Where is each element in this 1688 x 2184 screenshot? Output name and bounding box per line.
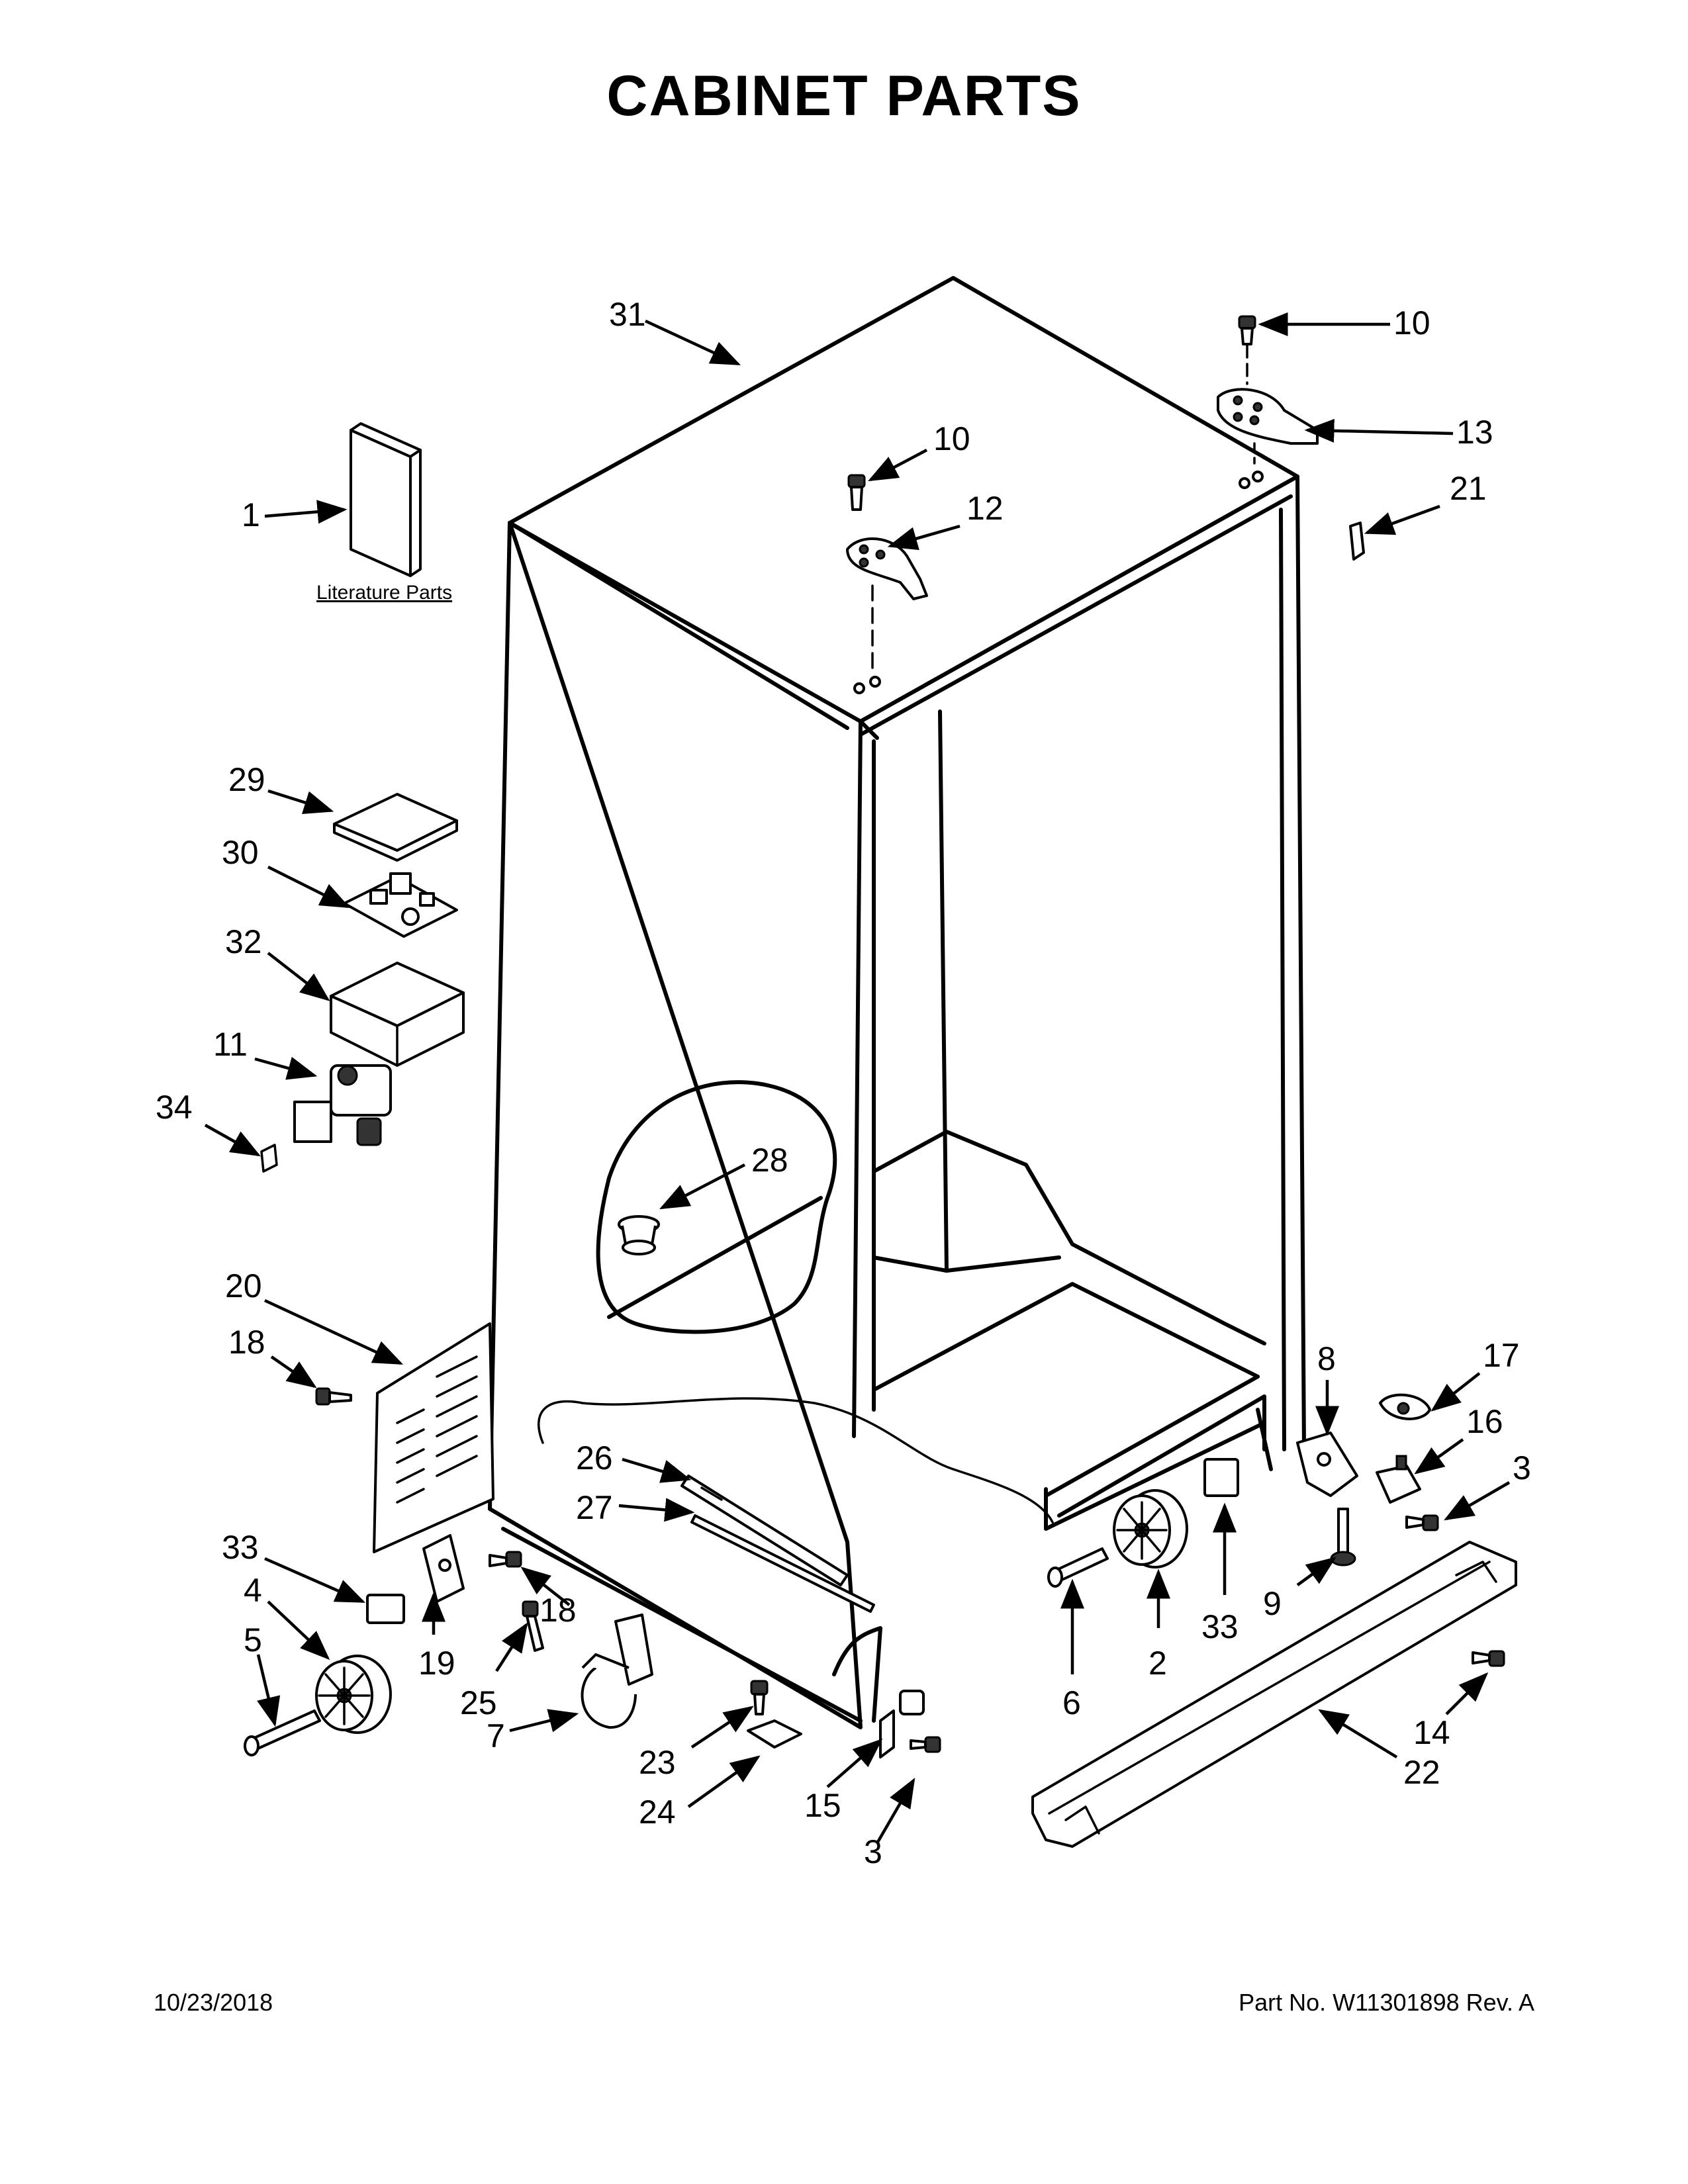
callout-18: 18 <box>539 1592 577 1629</box>
roller-wheel-right[interactable] <box>1113 1489 1188 1569</box>
screw-icon[interactable] <box>315 1387 352 1406</box>
callout-21: 21 <box>1450 470 1487 507</box>
callout-2: 2 <box>1149 1645 1167 1682</box>
axle-pin-right[interactable] <box>1047 1547 1109 1588</box>
callout-25: 25 <box>460 1684 497 1721</box>
callout-27: 27 <box>576 1489 613 1526</box>
screw-icon[interactable] <box>910 1736 941 1753</box>
callout-4: 4 <box>244 1572 262 1609</box>
screw-icon[interactable] <box>1238 315 1256 345</box>
electronic-control-board[interactable] <box>343 872 458 938</box>
callout-16: 16 <box>1466 1403 1503 1440</box>
screw-icon[interactable] <box>750 1680 769 1715</box>
footer-part-number: Part No. W11301898 Rev. A <box>1239 1989 1534 2016</box>
callout-7: 7 <box>487 1717 505 1754</box>
hinge-bracket-19[interactable] <box>422 1534 465 1603</box>
callout-33: 33 <box>1201 1608 1239 1645</box>
callout-10: 10 <box>1393 304 1430 341</box>
callout-6: 6 <box>1062 1684 1081 1721</box>
callout-10: 10 <box>933 420 970 457</box>
literature-parts-label[interactable]: Literature Parts <box>316 582 452 604</box>
callout-22: 22 <box>1403 1754 1440 1791</box>
control-box-housing[interactable] <box>330 962 465 1067</box>
leader-lines <box>204 312 1511 1844</box>
top-hinge-right[interactable] <box>1217 388 1319 445</box>
callout-3: 3 <box>864 1833 882 1870</box>
callout-32: 32 <box>225 923 262 960</box>
control-box-cover[interactable] <box>333 793 458 862</box>
cutaway-bubble <box>596 1080 837 1334</box>
screw-icon[interactable] <box>489 1551 522 1568</box>
callout-5: 5 <box>244 1621 262 1659</box>
callout-9: 9 <box>1263 1585 1282 1622</box>
hinge-pin[interactable] <box>1330 1508 1356 1567</box>
callout-labels: 31 1 10 13 21 10 12 29 30 32 11 34 28 20… <box>156 296 1531 1870</box>
callout-18: 18 <box>228 1324 265 1361</box>
screw-icon[interactable] <box>847 474 866 511</box>
callout-3: 3 <box>1513 1449 1531 1486</box>
callout-19: 19 <box>418 1645 455 1682</box>
rear-access-panel[interactable] <box>373 1322 494 1553</box>
screw-icon[interactable] <box>1472 1650 1505 1667</box>
water-inlet-valve[interactable] <box>293 1064 392 1146</box>
callout-8: 8 <box>1317 1340 1336 1377</box>
callout-13: 13 <box>1456 414 1493 451</box>
door-stop-16[interactable] <box>1376 1455 1421 1504</box>
drain-trap-hose[interactable] <box>581 1614 653 1729</box>
hinge-bracket-15[interactable] <box>879 1690 925 1758</box>
callout-30: 30 <box>222 834 259 871</box>
cabinet-shell <box>488 276 1306 1729</box>
screw-icon[interactable] <box>1405 1514 1439 1531</box>
callout-24: 24 <box>639 1794 676 1831</box>
drain-tube-long[interactable] <box>690 1514 875 1613</box>
callout-15: 15 <box>804 1787 841 1824</box>
base-grille[interactable] <box>1031 1541 1517 1848</box>
top-hinge-center[interactable] <box>846 537 928 600</box>
callout-20: 20 <box>225 1267 262 1304</box>
callout-23: 23 <box>639 1744 676 1781</box>
callout-14: 14 <box>1413 1714 1450 1751</box>
leveling-leg-pad[interactable] <box>747 1719 802 1749</box>
callout-11: 11 <box>213 1026 248 1063</box>
axle-pin-left[interactable] <box>244 1709 321 1756</box>
screw-icon[interactable] <box>522 1600 544 1652</box>
leveling-pad[interactable] <box>366 1594 405 1624</box>
callout-34: 34 <box>156 1089 193 1126</box>
callout-26: 26 <box>576 1439 613 1477</box>
valve-clip[interactable] <box>260 1144 278 1173</box>
drain-grommet[interactable] <box>618 1215 660 1255</box>
callout-12: 12 <box>966 490 1004 527</box>
door-closer-cam[interactable] <box>1379 1393 1431 1420</box>
callout-29: 29 <box>228 761 265 798</box>
callout-17: 17 <box>1483 1337 1520 1374</box>
literature-parts-booklet[interactable] <box>350 422 422 577</box>
leveling-pad[interactable] <box>1203 1458 1239 1497</box>
bottom-hinge[interactable] <box>1296 1432 1358 1497</box>
callout-33: 33 <box>222 1529 259 1566</box>
page-title: CABINET PARTS <box>606 64 1082 128</box>
roller-wheel-left[interactable] <box>315 1655 392 1734</box>
clip-21[interactable] <box>1349 522 1365 561</box>
callout-1: 1 <box>242 496 260 533</box>
callout-28: 28 <box>751 1142 788 1179</box>
callout-31: 31 <box>609 296 646 333</box>
footer-date: 10/23/2018 <box>154 1989 273 2016</box>
